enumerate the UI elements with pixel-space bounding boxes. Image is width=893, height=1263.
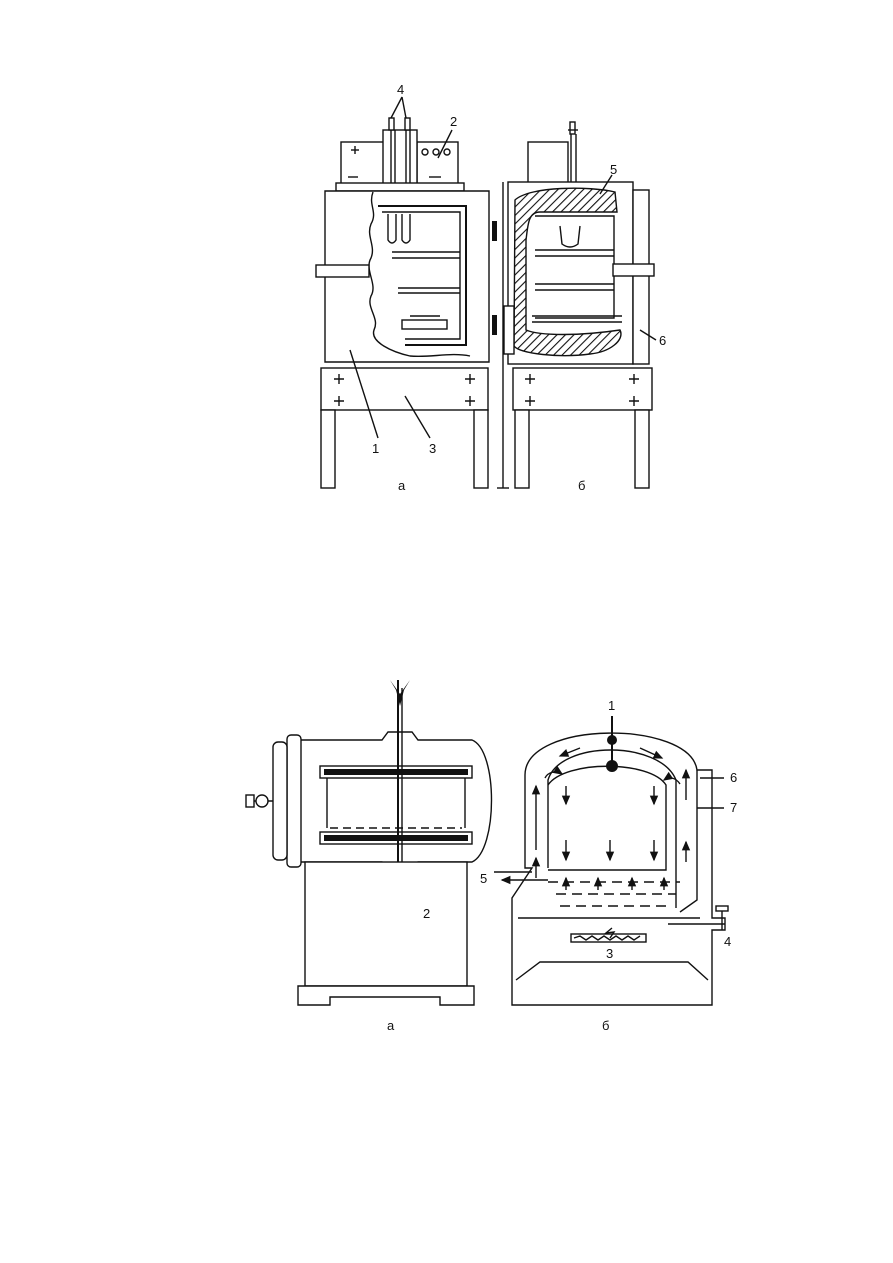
label-4: 4 xyxy=(397,82,404,97)
caption-b: б xyxy=(602,1018,609,1033)
label-2: 2 xyxy=(423,906,430,921)
label-1: 1 xyxy=(608,698,615,713)
label-2: 2 xyxy=(450,114,457,129)
insulation xyxy=(513,187,622,357)
autoclave-view-a xyxy=(245,680,493,1006)
side-device xyxy=(503,305,515,355)
label-6: 6 xyxy=(730,770,737,785)
heating-element xyxy=(570,933,647,943)
label-5: 5 xyxy=(610,162,617,177)
bolt-icon xyxy=(525,396,535,406)
label-3: 3 xyxy=(429,441,436,456)
bolt-icon xyxy=(629,374,639,384)
chamber-walls xyxy=(326,778,466,828)
label-1: 1 xyxy=(372,441,379,456)
label-3: 3 xyxy=(606,946,613,961)
left-control-box xyxy=(340,141,385,185)
lid-screw-head[interactable] xyxy=(245,794,255,808)
cutaway-edge xyxy=(368,191,471,358)
shelf-lower xyxy=(532,315,622,323)
oven-body xyxy=(324,190,490,363)
indicator-lamp-icon xyxy=(432,148,440,156)
indicator-lamp-icon xyxy=(443,148,451,156)
base-foot xyxy=(297,985,475,1006)
caption-a: а xyxy=(387,1018,395,1033)
stand-frame xyxy=(320,367,489,411)
thermometer-icon xyxy=(404,117,411,131)
base-panel xyxy=(515,961,709,981)
label-5: 5 xyxy=(480,871,487,886)
steam-inlet-arrow-icon xyxy=(390,680,410,706)
bolt-icon xyxy=(465,396,475,406)
bolt-icon xyxy=(629,396,639,406)
caption-b: б xyxy=(578,478,585,493)
outer-shell xyxy=(511,732,726,1006)
caption-a: а xyxy=(398,478,406,493)
shelf-middle xyxy=(398,287,460,294)
stand-leg xyxy=(320,409,336,489)
bolt-icon xyxy=(334,374,344,384)
vessel-lid xyxy=(286,734,302,868)
stand-frame xyxy=(512,367,653,411)
label-6: 6 xyxy=(659,333,666,348)
figure-1-drying-oven: 4 2 1 3 5 6 а б xyxy=(315,82,666,493)
oven-view-a xyxy=(315,96,497,489)
sterilization-chamber xyxy=(547,765,667,871)
shelf-upper xyxy=(535,249,614,257)
door-panel xyxy=(632,189,650,365)
lid-wheel-icon[interactable] xyxy=(255,794,269,808)
base-cabinet xyxy=(304,861,468,987)
bolt-icon xyxy=(334,396,344,406)
top-plate xyxy=(335,182,465,192)
thermometer-icon xyxy=(569,121,576,135)
hinge xyxy=(492,221,497,241)
label-7: 7 xyxy=(730,800,737,815)
heater-coil xyxy=(401,214,411,244)
figure-2-autoclave: 2 1 6 7 5 3 4 а б xyxy=(245,680,737,1033)
autoclave-view-b xyxy=(494,716,729,1006)
thermometer-icon xyxy=(388,117,395,131)
heater-coil xyxy=(559,225,581,248)
lid-rim xyxy=(272,741,288,861)
label-4: 4 xyxy=(724,934,731,949)
tray xyxy=(401,319,448,330)
vessel-body xyxy=(299,731,493,871)
bolt-icon xyxy=(525,374,535,384)
shelf-upper xyxy=(392,251,460,259)
indicator-lamp-icon xyxy=(421,148,429,156)
heater-coil xyxy=(387,214,397,244)
hinge xyxy=(492,315,497,335)
shelf-middle xyxy=(535,283,614,291)
jacket-wall xyxy=(679,770,698,913)
thermometer-holder xyxy=(382,129,418,187)
stand-leg xyxy=(634,409,650,489)
door-handle[interactable] xyxy=(612,263,655,277)
oven-view-b xyxy=(497,121,657,489)
top-control-box xyxy=(527,141,569,185)
bolt-icon xyxy=(465,374,475,384)
stand-leg xyxy=(514,409,530,489)
chamber-wall xyxy=(378,205,467,346)
door-handle[interactable] xyxy=(315,264,370,278)
stand-leg xyxy=(473,409,489,489)
valve-icon[interactable] xyxy=(607,735,617,745)
